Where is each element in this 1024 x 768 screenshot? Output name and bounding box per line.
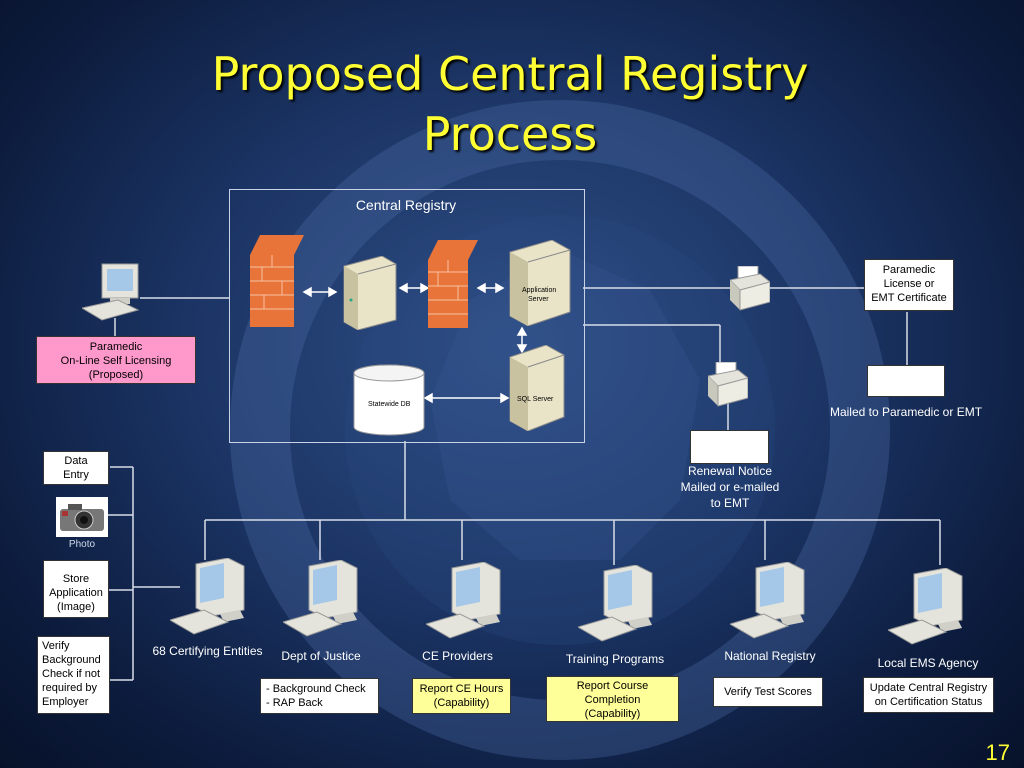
verify-background-line: Check if not <box>42 668 101 680</box>
verify-background-box: Verify Background Check if not required … <box>37 636 110 714</box>
paramedic-online-line: On-Line Self Licensing <box>60 355 172 367</box>
central-registry-box <box>229 189 585 443</box>
paramedic-online-line: Paramedic <box>89 341 143 353</box>
verify-background-line: required by <box>42 682 98 694</box>
data-entry-box: Data Entry <box>43 451 109 485</box>
photo-label: Photo <box>68 539 96 550</box>
entity-label-certifying: 68 Certifying Entities <box>152 644 263 658</box>
sql-server-text: SQL Server <box>517 396 554 403</box>
title-line-2: Process <box>422 107 598 161</box>
verify-background-line: Verify <box>42 640 70 652</box>
app-server-text-1: Application <box>522 287 556 294</box>
data-entry-line: Data <box>64 455 88 467</box>
renewal-blank-box <box>690 430 769 464</box>
data-entry-line: Entry <box>63 469 89 481</box>
ce-note-line: (Capability) <box>433 697 490 709</box>
application-server-icon: Application Server <box>509 240 571 326</box>
paramedic-license-line: EMT Certificate <box>871 292 947 304</box>
paramedic-license-line: License or <box>883 278 935 290</box>
national-note-line: Verify Test Scores <box>724 686 812 698</box>
ce-providers-note-box: Report CE Hours (Capability) <box>412 678 511 714</box>
paramedic-online-box: Paramedic On-Line Self Licensing (Propos… <box>36 336 196 384</box>
printer-icon <box>708 362 748 407</box>
computer-icon <box>426 562 501 639</box>
local-ems-note-box: Update Central Registry on Certification… <box>863 677 994 713</box>
mailed-label: Mailed to Paramedic or EMT <box>829 405 983 419</box>
app-server-text-2: Server <box>528 296 549 303</box>
db-text: Statewide DB <box>368 401 411 408</box>
entity-label-ce-providers: CE Providers <box>422 649 493 663</box>
sql-server-icon: SQL Server <box>509 345 565 431</box>
computer-icon <box>578 565 653 642</box>
training-note-line: Report Course <box>576 680 649 692</box>
entity-label-local-ems: Local EMS Agency <box>877 656 979 670</box>
store-application-line: (Image) <box>57 601 95 613</box>
paramedic-license-line: Paramedic <box>882 264 936 276</box>
store-application-box: Store Application (Image) <box>43 560 109 618</box>
computer-icon <box>730 562 805 639</box>
title-line-1: Proposed Central Registry <box>211 47 809 101</box>
computer-icon <box>888 568 963 645</box>
renewal-notice-label: Renewal Notice Mailed or e-mailed to EMT <box>660 463 800 511</box>
ce-note-line: Report CE Hours <box>419 683 504 695</box>
computer-icon <box>170 558 245 635</box>
mailed-blank-box <box>867 365 945 397</box>
printer-icon <box>730 266 770 311</box>
entity-label-national-registry: National Registry <box>724 649 816 663</box>
verify-background-line: Background <box>42 654 101 666</box>
entity-label-doj: Dept of Justice <box>281 649 361 663</box>
local-ems-note-line: on Certification Status <box>874 696 983 708</box>
server-icon <box>343 256 397 330</box>
entity-label-training: Training Programs <box>565 652 665 666</box>
store-application-line: Application <box>49 587 103 599</box>
training-note-box: Report Course Completion (Capability) <box>546 676 679 722</box>
central-registry-label: Central Registry <box>355 197 457 213</box>
verify-background-line: Employer <box>42 696 89 708</box>
doj-note-line: - RAP Back <box>266 697 323 709</box>
firewall-icon <box>428 240 478 328</box>
doj-note-box: - Background Check - RAP Back <box>260 678 379 714</box>
firewall-icon <box>250 235 304 327</box>
computer-icon <box>82 263 140 321</box>
renewal-notice-line: Mailed or e-mailed <box>680 480 780 494</box>
training-note-line: Completion <box>584 694 641 706</box>
paramedic-online-line: (Proposed) <box>88 369 144 381</box>
store-application-line: Store <box>62 573 90 585</box>
camera-icon <box>56 497 108 537</box>
doj-note-line: - Background Check <box>266 683 366 695</box>
local-ems-note-line: Update Central Registry <box>869 682 988 694</box>
page-number: 17 <box>985 740 1010 765</box>
computer-icon <box>283 560 358 637</box>
national-registry-note-box: Verify Test Scores <box>713 677 823 707</box>
page-title: Proposed Central Registry Process <box>130 44 890 164</box>
paramedic-license-box: Paramedic License or EMT Certificate <box>864 259 954 311</box>
training-note-line: (Capability) <box>584 708 641 720</box>
database-icon: Statewide DB <box>353 364 425 436</box>
renewal-notice-line: Renewal Notice <box>687 464 773 478</box>
renewal-notice-line: to EMT <box>710 496 750 510</box>
